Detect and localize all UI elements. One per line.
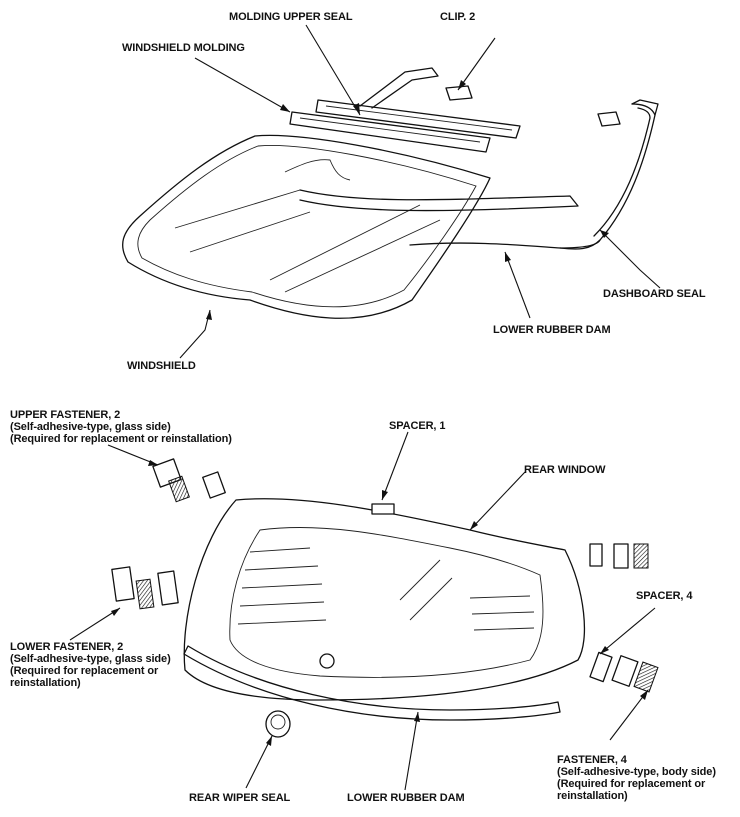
dashboard-seal-part bbox=[559, 99, 659, 250]
upper-fastener-line1: UPPER FASTENER, 2 bbox=[10, 409, 121, 421]
lower-fastener-line3: (Required for replacement or bbox=[10, 665, 159, 677]
label-windshield-molding: WINDSHIELD MOLDING bbox=[122, 42, 245, 54]
label-dashboard-seal: DASHBOARD SEAL bbox=[603, 288, 706, 300]
upper-fastener-line2: (Self-adhesive-type, glass side) bbox=[10, 421, 171, 433]
windshield-glass bbox=[122, 134, 491, 319]
lower-rubber-dam-bottom-part bbox=[183, 645, 561, 721]
label-molding-upper-seal: MOLDING UPPER SEAL bbox=[229, 11, 353, 23]
label-clip: CLIP. 2 bbox=[440, 11, 476, 23]
lower-fastener-line4: reinstallation) bbox=[10, 677, 81, 689]
windshield-molding-part bbox=[289, 111, 491, 153]
label-rear-wiper-seal: REAR WIPER SEAL bbox=[189, 792, 291, 804]
label-lower-fastener: LOWER FASTENER, 2 (Self-adhesive-type, g… bbox=[10, 641, 171, 689]
fastener-4-line1: FASTENER, 4 bbox=[557, 754, 627, 766]
label-upper-fastener: UPPER FASTENER, 2 (Self-adhesive-type, g… bbox=[10, 409, 232, 445]
label-windshield: WINDSHIELD bbox=[127, 360, 196, 372]
rear-wiper-seal-part bbox=[265, 710, 291, 738]
label-spacer-1: SPACER, 1 bbox=[389, 420, 446, 432]
fastener-4-part bbox=[611, 655, 659, 693]
lower-fastener-line2: (Self-adhesive-type, glass side) bbox=[10, 653, 171, 665]
label-rear-window: REAR WINDOW bbox=[524, 464, 606, 476]
label-lower-rubber-dam-bottom: LOWER RUBBER DAM bbox=[347, 792, 465, 804]
label-spacer-4: SPACER, 4 bbox=[636, 590, 693, 602]
fastener-4-line3: (Required for replacement or bbox=[557, 778, 706, 790]
spacer-1-part bbox=[371, 503, 395, 515]
lower-fastener-part bbox=[111, 566, 179, 610]
label-lower-rubber-dam-top: LOWER RUBBER DAM bbox=[493, 324, 611, 336]
upper-fastener-part bbox=[152, 458, 226, 503]
upper-fastener-line3: (Required for replacement or reinstallat… bbox=[10, 433, 232, 445]
lower-fastener-line1: LOWER FASTENER, 2 bbox=[10, 641, 124, 653]
rear-window-glass bbox=[183, 498, 586, 701]
spacer-4-part bbox=[589, 543, 649, 683]
label-fastener-4: FASTENER, 4 (Self-adhesive-type, body si… bbox=[557, 754, 716, 802]
fastener-4-line2: (Self-adhesive-type, body side) bbox=[557, 766, 716, 778]
fastener-4-line4: reinstallation) bbox=[557, 790, 628, 802]
lower-rubber-dam-top-part bbox=[299, 189, 601, 249]
